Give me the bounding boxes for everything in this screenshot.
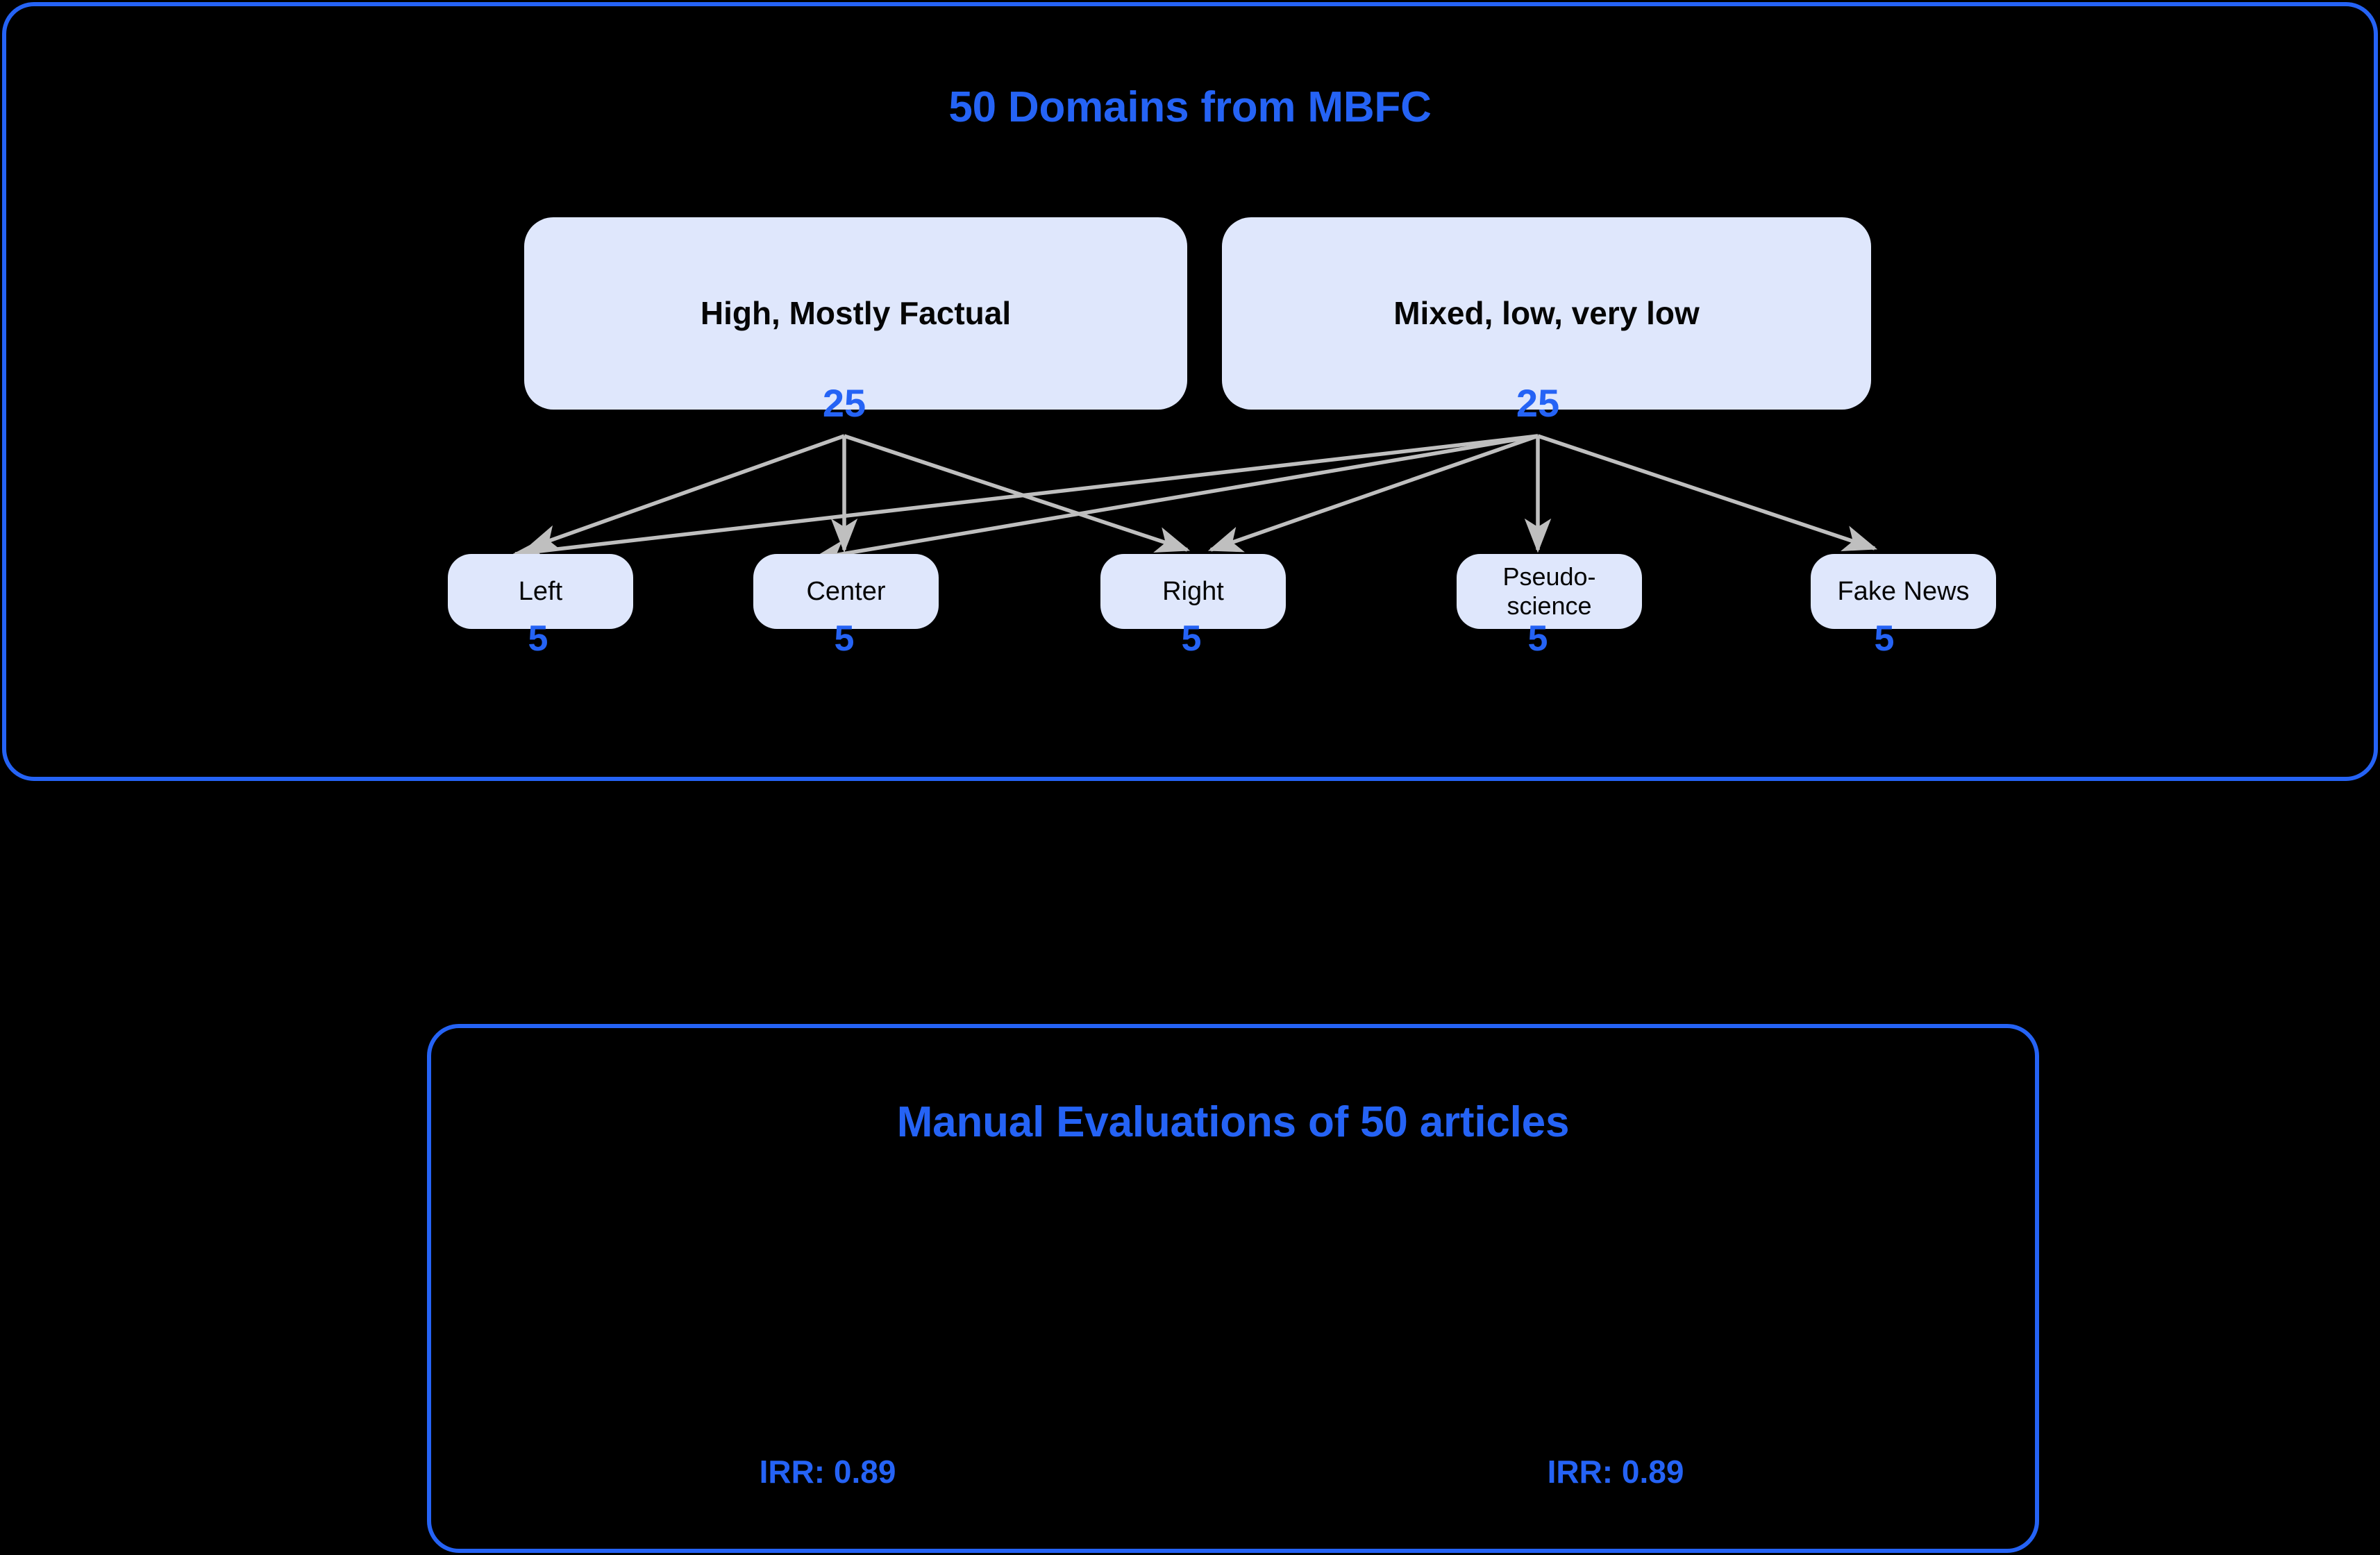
- count-high-mostly-factual: 25: [822, 381, 866, 425]
- node-label: High, Mostly Factual: [700, 295, 1012, 332]
- node-center[interactable]: Center: [753, 554, 939, 629]
- node-label-line2: science: [1507, 591, 1592, 620]
- node-label: Left: [518, 576, 563, 606]
- node-pseudo-science[interactable]: Pseudo- science: [1457, 554, 1642, 629]
- node-label-line1: Pseudo-: [1502, 562, 1596, 591]
- irr-label-left: IRR: 0.89: [759, 1454, 896, 1490]
- node-label: Center: [806, 576, 886, 606]
- count-pseudo-science: 5: [1527, 619, 1548, 659]
- node-label: Fake News: [1837, 576, 1970, 606]
- count-right: 5: [1181, 619, 1202, 659]
- irr-label-right: IRR: 0.89: [1547, 1454, 1684, 1490]
- node-label: Right: [1162, 576, 1224, 606]
- node-high-mostly-factual[interactable]: High, Mostly Factual: [524, 217, 1187, 410]
- page-title: 50 Domains from MBFC: [948, 83, 1432, 131]
- panel-domains: 50 Domains from MBFC: [2, 2, 2378, 781]
- node-left[interactable]: Left: [448, 554, 633, 629]
- count-mixed-low-very-low: 25: [1516, 381, 1560, 425]
- count-center: 5: [834, 619, 855, 659]
- node-fake-news[interactable]: Fake News: [1811, 554, 1996, 629]
- node-mixed-low-very-low[interactable]: Mixed, low, very low: [1222, 217, 1871, 410]
- node-right[interactable]: Right: [1100, 554, 1286, 629]
- count-fake-news: 5: [1874, 619, 1895, 659]
- node-label: Mixed, low, very low: [1393, 295, 1700, 332]
- count-left: 5: [528, 619, 548, 659]
- panel-manual-evaluations: Manual Evaluations of 50 articles: [427, 1024, 2039, 1553]
- panel-bottom-title: Manual Evaluations of 50 articles: [896, 1098, 1570, 1146]
